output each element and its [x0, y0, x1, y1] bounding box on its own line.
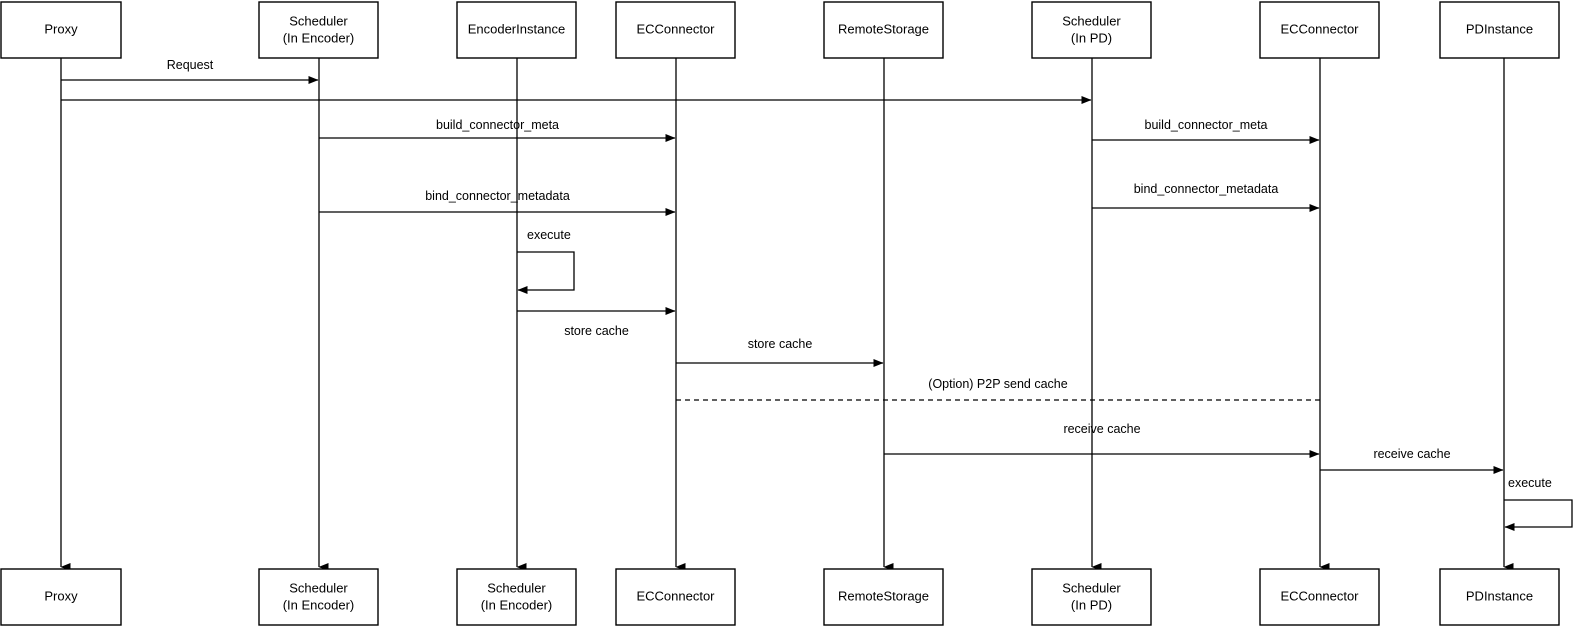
participant-footer-label: ECConnector [1280, 588, 1359, 603]
participant-footer-sched_pd[interactable]: Scheduler (In PD) [1031, 568, 1152, 626]
participant-footer-box[interactable] [258, 568, 379, 626]
self-messages-layer: execute execute [517, 228, 1573, 531]
message-m1[interactable]: Request [61, 58, 319, 84]
message-label: receive cache [1063, 422, 1140, 436]
message-m9[interactable]: (Option) P2P send cache [676, 377, 1320, 401]
message-label: (Option) P2P send cache [928, 377, 1067, 391]
participant-footer-box[interactable] [1439, 568, 1560, 626]
message-label: receive cache [1373, 447, 1450, 461]
participant-header-proxy[interactable]: Proxy [0, 1, 122, 59]
participant-header-box[interactable] [1259, 1, 1380, 59]
participant-footer-pd_inst[interactable]: PDInstance [1439, 568, 1560, 626]
participant-footer-box[interactable] [1259, 568, 1380, 626]
participant-header-encoder_inst[interactable]: EncoderInstance [456, 1, 577, 59]
participant-header-label: Scheduler [289, 13, 348, 28]
participant-header-box[interactable] [456, 1, 577, 59]
message-m3[interactable]: build_connector_meta [319, 118, 676, 142]
participant-footers-layer: Proxy Scheduler (In Encoder) Scheduler (In E… [0, 568, 1560, 626]
message-label: Request [167, 58, 214, 72]
participant-footer-sublabel: (In Encoder) [283, 597, 355, 612]
participant-header-ec_conn_enc[interactable]: ECConnector [615, 1, 736, 59]
participant-footer-label: PDInstance [1466, 588, 1533, 603]
participant-header-label: PDInstance [1466, 21, 1533, 36]
participant-footer-box[interactable] [1031, 568, 1152, 626]
participant-footer-encoder_inst[interactable]: Scheduler (In Encoder) [456, 568, 577, 626]
participant-footer-box[interactable] [823, 568, 944, 626]
participant-header-box[interactable] [258, 1, 379, 59]
participant-header-pd_inst[interactable]: PDInstance [1439, 1, 1560, 59]
participant-footer-label: ECConnector [636, 588, 715, 603]
participant-footer-sublabel: (In Encoder) [481, 597, 553, 612]
participant-header-sched_pd[interactable]: Scheduler (In PD) [1031, 1, 1152, 59]
participant-footer-label: Proxy [44, 588, 78, 603]
participant-footer-box[interactable] [456, 568, 577, 626]
participant-header-label: RemoteStorage [838, 21, 929, 36]
message-label: build_connector_meta [436, 118, 559, 132]
lifelines-layer [60, 58, 1514, 571]
participant-footer-label: RemoteStorage [838, 588, 929, 603]
participant-header-sublabel: (In PD) [1071, 30, 1112, 45]
participant-header-label: EncoderInstance [468, 21, 566, 36]
message-m6[interactable]: bind_connector_metadata [1092, 182, 1320, 212]
message-m8[interactable]: store cache [676, 337, 884, 367]
participant-footer-box[interactable] [0, 568, 122, 626]
participant-header-label: ECConnector [636, 21, 715, 36]
participant-header-label: ECConnector [1280, 21, 1359, 36]
participant-header-ec_conn_pd[interactable]: ECConnector [1259, 1, 1380, 59]
participant-header-remote_store[interactable]: RemoteStorage [823, 1, 944, 59]
self-message-label: execute [1508, 476, 1552, 490]
participant-header-box[interactable] [1439, 1, 1560, 59]
message-m10[interactable]: receive cache [884, 422, 1320, 458]
participant-footer-label: Scheduler [487, 580, 546, 595]
message-m4[interactable]: build_connector_meta [1092, 118, 1320, 144]
participant-headers-layer: Proxy Scheduler (In Encoder) EncoderInstanc… [0, 1, 1560, 59]
participant-header-sched_enc[interactable]: Scheduler (In Encoder) [258, 1, 379, 59]
message-label: bind_connector_metadata [1134, 182, 1279, 196]
message-m5[interactable]: bind_connector_metadata [319, 189, 676, 216]
message-m11[interactable]: receive cache [1320, 447, 1504, 474]
participant-header-sublabel: (In Encoder) [283, 30, 355, 45]
participant-header-label: Scheduler [1062, 13, 1121, 28]
participant-header-box[interactable] [823, 1, 944, 59]
self-message-s1[interactable]: execute [517, 228, 575, 294]
participant-footer-label: Scheduler [1062, 580, 1121, 595]
participant-footer-label: Scheduler [289, 580, 348, 595]
participant-footer-remote_store[interactable]: RemoteStorage [823, 568, 944, 626]
messages-layer: Request build_connector_meta build_connect… [61, 58, 1504, 474]
message-label: store cache [564, 324, 629, 338]
message-label: bind_connector_metadata [425, 189, 570, 203]
participant-header-box[interactable] [1031, 1, 1152, 59]
message-label: store cache [748, 337, 813, 351]
participant-header-box[interactable] [615, 1, 736, 59]
participant-footer-sched_enc[interactable]: Scheduler (In Encoder) [258, 568, 379, 626]
participant-footer-proxy[interactable]: Proxy [0, 568, 122, 626]
participant-footer-ec_conn_pd[interactable]: ECConnector [1259, 568, 1380, 626]
message-label: build_connector_meta [1145, 118, 1268, 132]
self-message-label: execute [527, 228, 571, 242]
self-message-path [1504, 499, 1573, 531]
self-message-path [517, 251, 575, 294]
participant-header-box[interactable] [0, 1, 122, 59]
participant-footer-box[interactable] [615, 568, 736, 626]
self-message-s2[interactable]: execute [1504, 476, 1573, 531]
participant-header-label: Proxy [44, 21, 78, 36]
participant-footer-sublabel: (In PD) [1071, 597, 1112, 612]
participant-footer-ec_conn_enc[interactable]: ECConnector [615, 568, 736, 626]
message-m7[interactable]: store cache [517, 307, 676, 338]
